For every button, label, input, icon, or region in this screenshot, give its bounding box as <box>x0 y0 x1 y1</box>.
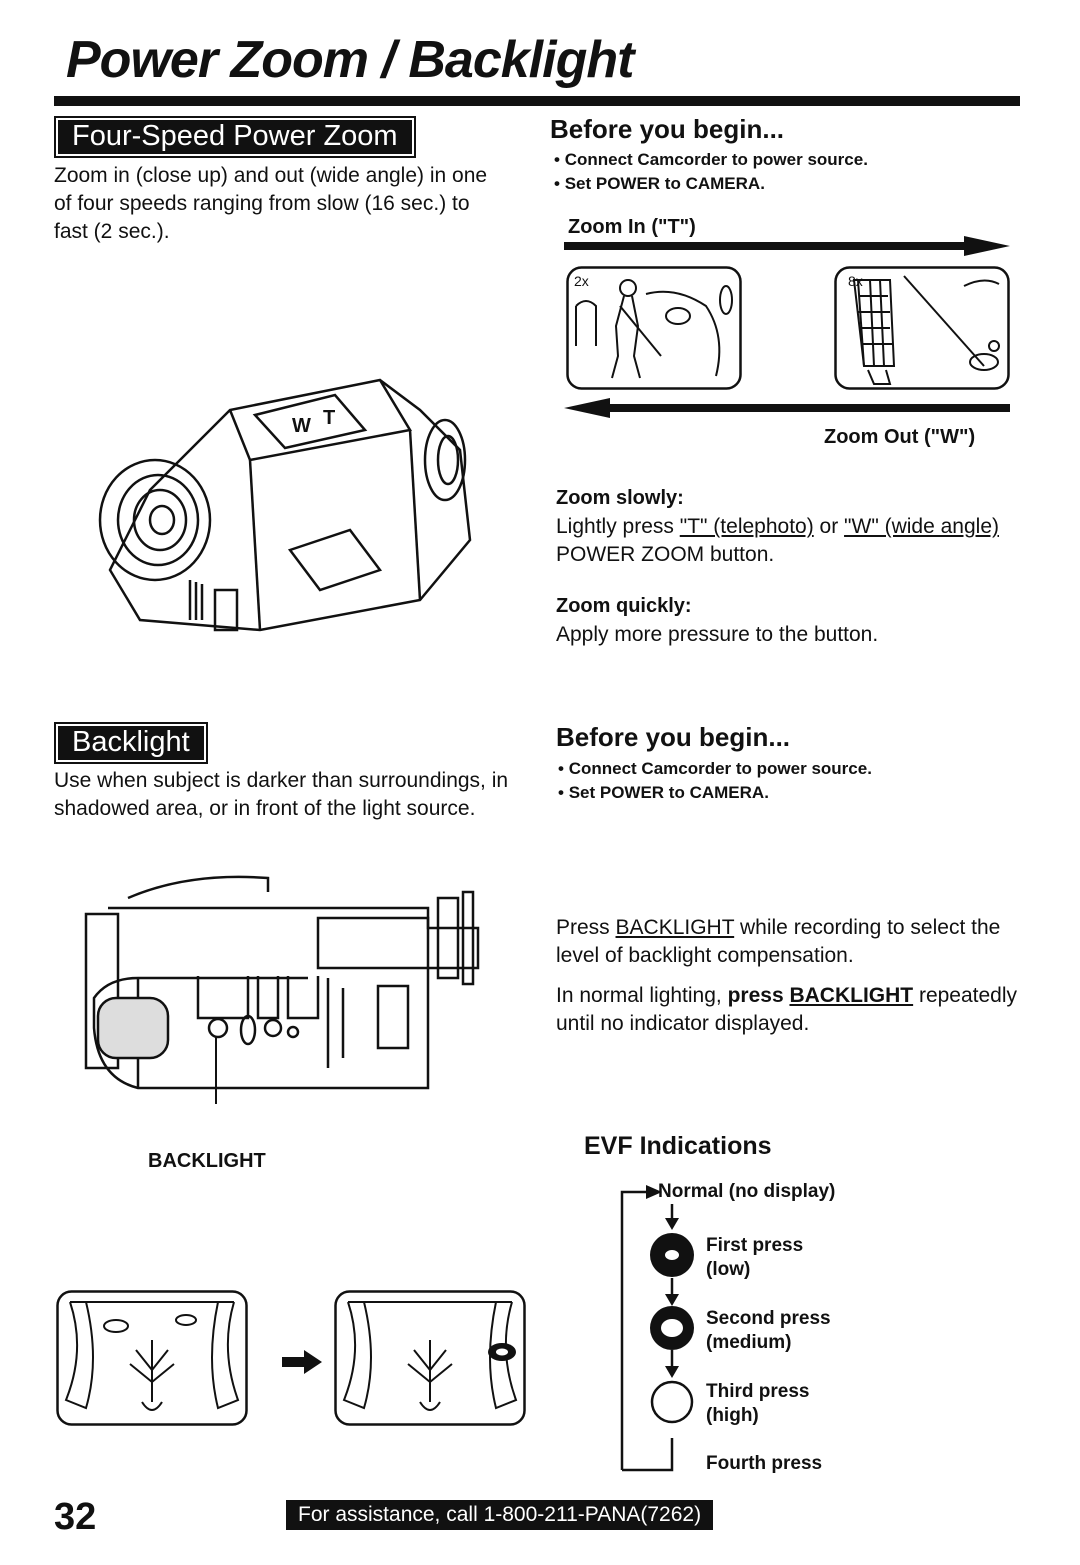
evf-heading: EVF Indications <box>584 1132 772 1160</box>
zoom-out-label: Zoom Out ("W") <box>824 426 976 448</box>
zoom-before-heading: Before you begin... <box>550 114 785 144</box>
backlight-before-list: Connect Camcorder to power source. Set P… <box>558 757 872 805</box>
zoom-slowly-or: or <box>813 515 845 538</box>
evf-state-third-sub: (high) <box>706 1405 759 1426</box>
zoom-slowly-t: "T" (telephoto) <box>679 515 814 538</box>
evf-state-first-sub: (low) <box>706 1259 751 1280</box>
frame-left-mag: 2x <box>574 273 589 289</box>
zoom-out-arrow <box>564 398 1010 418</box>
camcorder-side-illustration <box>84 875 480 1104</box>
camcorder-zoom-illustration: W T <box>98 378 472 632</box>
zoom-section-heading: Four-Speed Power Zoom <box>54 116 416 158</box>
zoom-in-arrow <box>564 236 1010 256</box>
camera-w-button: W <box>292 415 311 437</box>
evf-state-third-label: Third press <box>706 1381 810 1402</box>
evf-state-second-label: Second press <box>706 1308 831 1329</box>
zoom-slowly-pre: Lightly press <box>556 515 680 538</box>
evf-state-third: Third press (high) <box>706 1380 809 1428</box>
backlight-section-heading: Backlight <box>54 722 208 764</box>
evf-state-first: First press (low) <box>706 1234 803 1282</box>
frame-wide-golfer: 2x <box>566 266 742 390</box>
backlight-bullet-camera: Set POWER to CAMERA. <box>558 781 872 805</box>
zoom-slowly-heading: Zoom slowly: <box>556 487 684 509</box>
backlight-normal-key: BACKLIGHT <box>789 984 914 1007</box>
backlight-before-heading: Before you begin... <box>556 722 791 752</box>
zoom-slowly-text: Lightly press "T" (telephoto) or "W" (wi… <box>556 513 1016 569</box>
evf-state-second-sub: (medium) <box>706 1332 792 1353</box>
zoom-bullet-power: Connect Camcorder to power source. <box>554 148 868 172</box>
backlight-normal-post: repeatedly until no indicator displayed. <box>556 984 1018 1035</box>
backlight-intro: Use when subject is darker than surround… <box>54 769 509 820</box>
zoom-slowly-w: "W" (wide angle) <box>844 515 1000 538</box>
evf-state-normal: Normal (no display) <box>658 1181 836 1202</box>
evf-cycle-diagram <box>620 1185 694 1472</box>
backlight-bullet-power: Connect Camcorder to power source. <box>558 757 872 781</box>
zoom-in-label: Zoom In ("T") <box>568 216 696 238</box>
backlight-press-key: BACKLIGHT <box>615 916 735 939</box>
backlight-press-post: while recording to select the level of b… <box>556 916 1001 967</box>
assistance-banner: For assistance, call 1-800-211-PANA(7262… <box>286 1500 714 1530</box>
zoom-slowly-post: POWER ZOOM button. <box>556 543 775 566</box>
evf-state-first-label: First press <box>706 1235 804 1256</box>
frame-right-mag: 8x <box>848 273 863 289</box>
backlight-normal-bold: press <box>727 984 790 1007</box>
evf-high-icon <box>650 1380 694 1424</box>
backlight-press-pre: Press <box>556 916 616 939</box>
backlight-arrow <box>282 1350 322 1374</box>
camera-t-button: T <box>323 407 335 429</box>
backlight-press-text: Press BACKLIGHT while recording to selec… <box>556 914 1026 970</box>
evf-state-second: Second press (medium) <box>706 1307 831 1355</box>
frame-tele-golfer: 8x <box>834 266 1010 390</box>
zoom-bullet-camera: Set POWER to CAMERA. <box>554 172 868 196</box>
zoom-quickly-heading: Zoom quickly: <box>556 595 692 617</box>
backlight-callout-label: BACKLIGHT <box>148 1150 266 1172</box>
title-rule <box>54 96 1020 106</box>
backlight-after-frame <box>334 1290 526 1426</box>
zoom-quickly-text: Apply more pressure to the button. <box>556 623 879 646</box>
backlight-normal-text: In normal lighting, press BACKLIGHT repe… <box>556 982 1026 1038</box>
zoom-intro: Zoom in (close up) and out (wide angle) … <box>54 164 488 243</box>
backlight-before-frame <box>56 1290 248 1426</box>
backlight-normal-pre: In normal lighting, <box>556 984 728 1007</box>
evf-state-fourth: Fourth press <box>706 1453 823 1474</box>
page-title: Power Zoom / Backlight <box>66 31 634 89</box>
page-number: 32 <box>54 1496 97 1538</box>
zoom-before-list: Connect Camcorder to power source. Set P… <box>554 148 868 196</box>
